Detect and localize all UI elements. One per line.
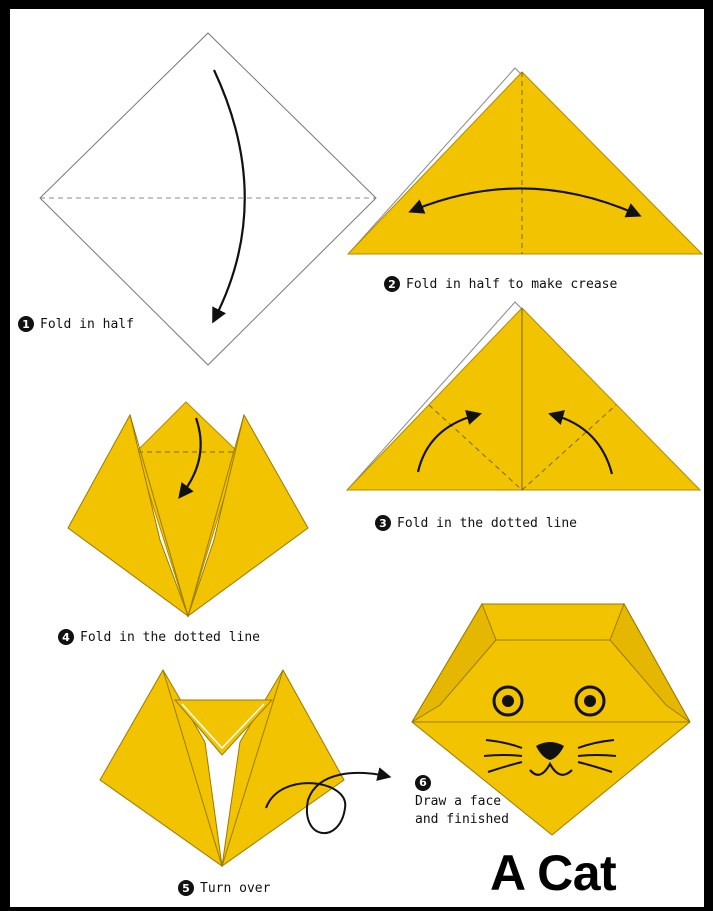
step3-number-badge: 3 (375, 515, 391, 531)
step6-text-line2: and finished (415, 811, 509, 829)
step4-text: Fold in the dotted line (80, 630, 260, 645)
step6-text-line1: Draw a face (415, 793, 509, 811)
step1-caption: 1 Fold in half (18, 316, 134, 332)
cat-left-eye (494, 687, 522, 715)
step5-shape (100, 670, 344, 866)
step6-caption: 6 Draw a face and finished (415, 774, 509, 829)
step4-caption: 4 Fold in the dotted line (58, 629, 260, 645)
step1-text: Fold in half (40, 317, 134, 332)
step5-number-badge: 5 (178, 880, 194, 896)
step3-caption: 3 Fold in the dotted line (375, 515, 577, 531)
step2-text: Fold in half to make crease (406, 277, 617, 292)
step3-text: Fold in the dotted line (397, 516, 577, 531)
step4-shape (68, 402, 308, 616)
step2-triangle (348, 68, 702, 254)
cat-right-eye (576, 687, 604, 715)
step1-number-badge: 1 (18, 316, 34, 332)
step2-number-badge: 2 (384, 276, 400, 292)
step6-number-badge: 6 (415, 775, 431, 791)
step3-triangle (347, 302, 700, 490)
step5-text: Turn over (200, 881, 270, 896)
step2-caption: 2 Fold in half to make crease (384, 276, 617, 292)
diagram-title: A Cat (490, 844, 616, 902)
step4-number-badge: 4 (58, 629, 74, 645)
step5-caption: 5 Turn over (178, 880, 270, 896)
